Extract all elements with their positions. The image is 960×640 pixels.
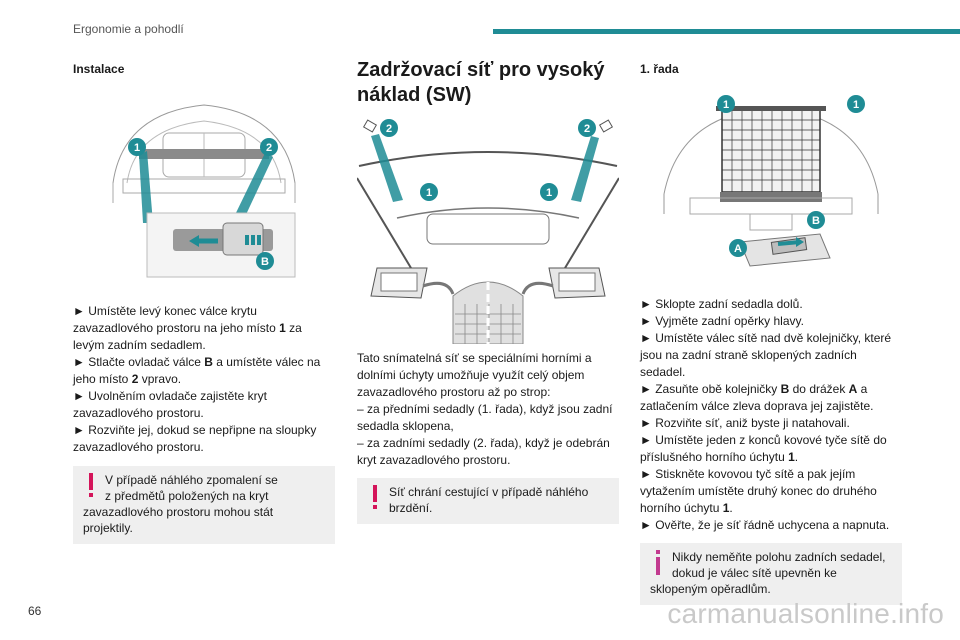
row1-step-8: ► Ověřte, že je síť řádně uchycena a nap… [640,518,890,532]
figure-net-anchors: 2 2 1 1 [357,118,619,344]
net-warning-line-2: brzdění. [389,501,433,515]
callout-1-right: 1 [853,99,859,111]
callout-b: B [812,215,820,227]
callout-1-left: 1 [723,99,729,111]
callout-2-left: 2 [386,123,392,135]
warning-line-1: V případě náhlého zpomalení se [105,473,278,487]
info-note-row1: Nikdy neměňte polohu zadních sedadel, do… [640,543,902,605]
callout-2-right: 2 [584,123,590,135]
row1-step-6: ► Umístěte jeden z konců kovové tyče sít… [640,433,887,464]
install-steps: ► Umístěte levý konec válce krytu zavaza… [73,303,335,456]
net-warning-line-1: Síť chrání cestující v případě náhlého [389,485,589,499]
figure-cargo-cover-install: 1 2 B [93,93,315,281]
row1-steps: ► Sklopte zadní sedadla dolů. ► Vyjměte … [640,296,902,534]
net-option-row1: – za předními sedadly (1. řada), když js… [357,402,613,433]
info-line-1: Nikdy neměňte polohu zadních sedadel, [672,550,886,564]
exclamation-icon [373,485,377,509]
section-heading-net: Zadržovací síť pro vysoký náklad (SW) [357,59,605,106]
section-heading-row1: 1. řada [640,62,679,76]
header-accent-bar [493,29,960,34]
warning-line-2: z předmětů položených na kryt [105,489,269,503]
watermark: carmanualsonline.info [667,598,944,629]
warning-note-net: Síť chrání cestující v případě náhlého b… [357,478,619,524]
info-line-2: dokud je válec sítě upevněn ke [672,566,837,580]
column-net: Zadržovací síť pro vysoký náklad (SW) 2 [357,58,619,524]
net-intro: Tato snímatelná síť se speciálními horní… [357,351,592,399]
net-option-row2: – za zadními sedadly (2. řada), když je … [357,436,610,467]
row1-step-3: ► Umístěte válec sítě nad dvě kolejničky… [640,331,892,379]
info-line-3: sklopeným opěradlům. [650,582,771,596]
net-paragraphs: Tato snímatelná síť se speciálními horní… [357,350,619,469]
figure-net-row1: 1 1 A B [660,94,882,274]
section-heading-installation: Instalace [73,62,125,76]
column-row1: 1. řada 1 1 A B ► Sklopte zadní seda [640,58,902,605]
row1-step-1: ► Sklopte zadní sedadla dolů. [640,297,803,311]
callout-b: B [261,256,269,268]
column-installation: Instalace 1 2 B ► Umístěte levý konec vá… [73,58,335,544]
callout-1: 1 [134,142,140,154]
callout-2: 2 [266,142,272,154]
row1-step-5: ► Rozviňte síť, aniž byste ji natahovali… [640,416,850,430]
callout-1-left: 1 [426,187,432,199]
install-step-2: ► Stlačte ovladač válce B a umístěte vál… [73,355,321,386]
header-title: Ergonomie a pohodlí [73,22,184,36]
exclamation-icon [89,473,93,497]
row1-step-4: ► Zasuňte obě kolejničky B do drážek A a… [640,382,874,413]
row1-step-7: ► Stiskněte kovovou tyč sítě a pak jejím… [640,467,877,515]
callout-a: A [734,243,742,255]
warning-note-install: V případě náhlého zpomalení se z předmět… [73,466,335,544]
warning-line-3: zavazadlového prostoru mohou stát projek… [83,505,274,535]
page-number: 66 [28,604,42,618]
callout-1-right: 1 [546,187,552,199]
info-icon [656,550,660,575]
install-step-1: ► Umístěte levý konec válce krytu zavaza… [73,304,302,352]
row1-step-2: ► Vyjměte zadní opěrky hlavy. [640,314,804,328]
install-step-4: ► Rozviňte jej, dokud se nepřipne na slo… [73,423,317,454]
install-step-3: ► Uvolněním ovladače zajistěte kryt zava… [73,389,267,420]
